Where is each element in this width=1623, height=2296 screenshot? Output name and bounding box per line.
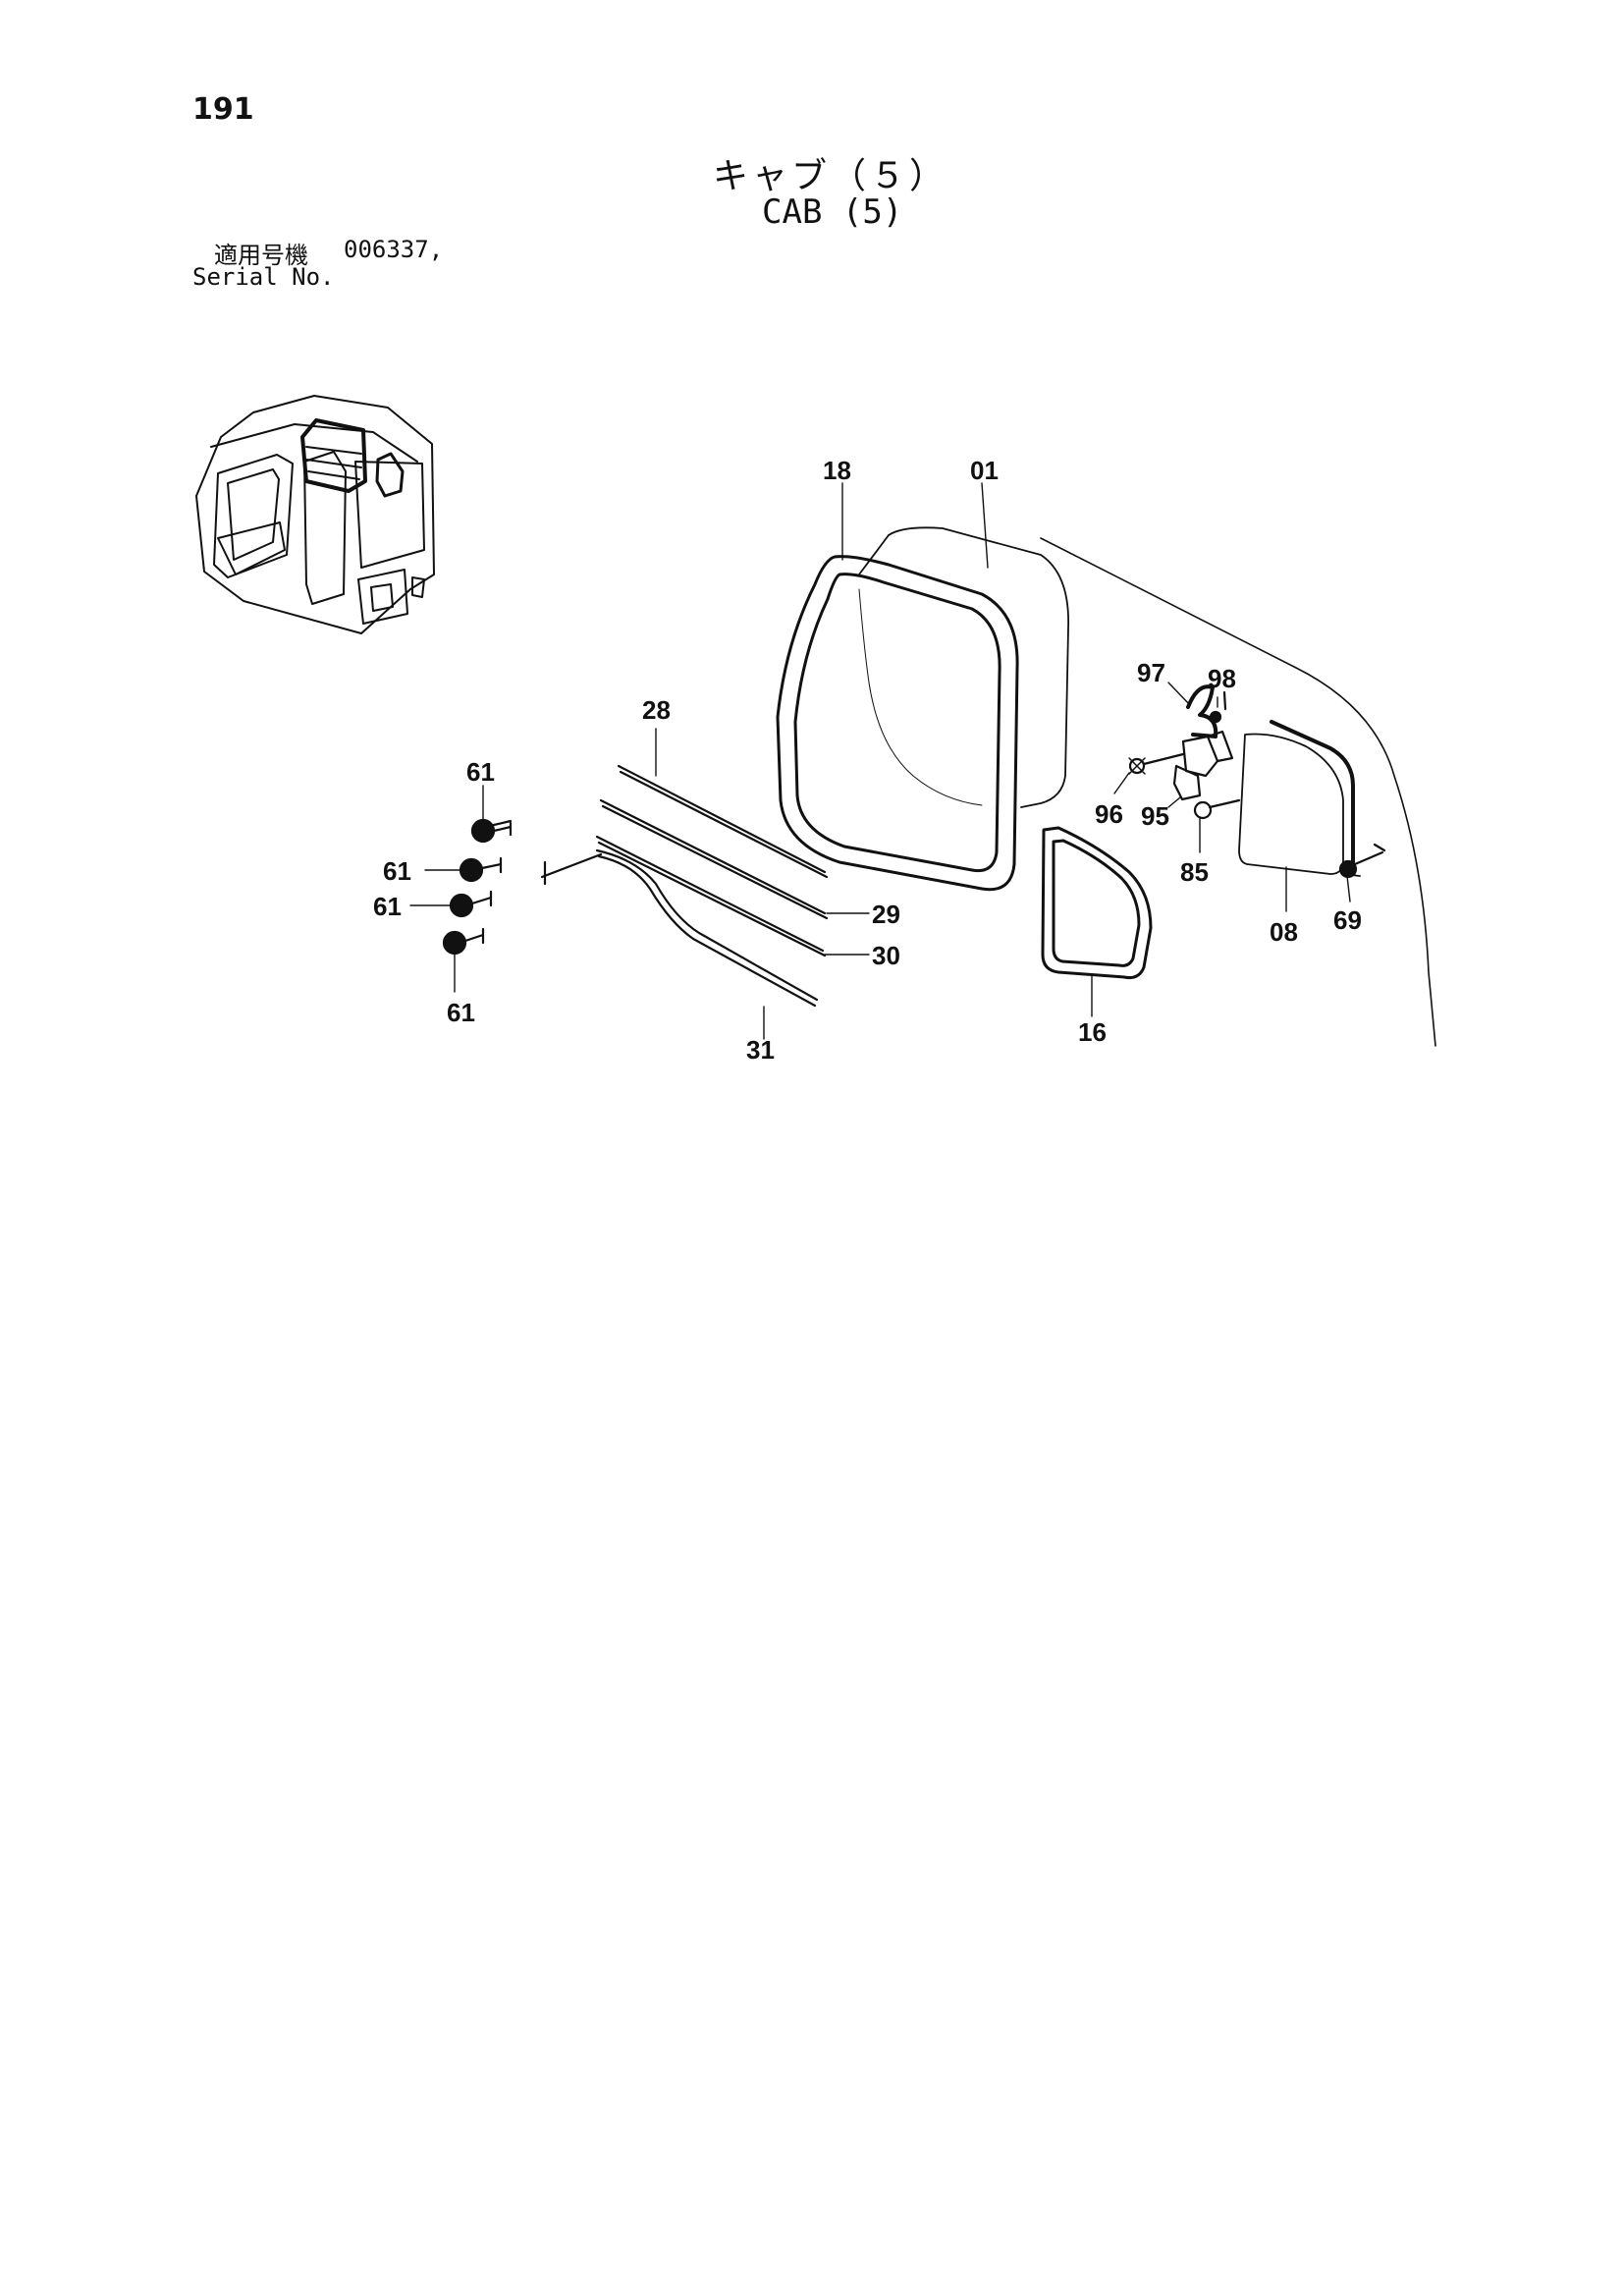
- title-english: CAB (5): [762, 192, 903, 232]
- callout-labels: 18 01 28 61 61 61 61 29 30 31 16 97 98 9…: [373, 456, 1362, 1065]
- callout-28: 28: [642, 695, 671, 725]
- callout-85: 85: [1180, 857, 1209, 887]
- title-japanese: キャブ（５）: [713, 156, 949, 196]
- part-61-bolts: [442, 818, 513, 956]
- serial-value: 006337,: [344, 236, 444, 263]
- part-01-glass: [858, 526, 1069, 808]
- part-08-triangular-glass: [1238, 720, 1361, 877]
- cab-overview-illustration: [195, 395, 435, 634]
- page-number: 191: [192, 92, 254, 127]
- callout-08: 08: [1270, 917, 1298, 947]
- callout-61: 61: [466, 757, 495, 787]
- rods: [540, 764, 829, 1008]
- callout-97: 97: [1137, 658, 1165, 687]
- serial-label-english: Serial No.: [192, 263, 335, 291]
- callout-61: 61: [447, 998, 475, 1027]
- serial-label-japanese: 適用号機: [214, 242, 308, 269]
- callout-61: 61: [373, 892, 402, 921]
- callout-96: 96: [1095, 799, 1123, 829]
- callout-98: 98: [1208, 664, 1236, 693]
- callout-01: 01: [970, 456, 999, 485]
- callout-30: 30: [872, 941, 900, 970]
- callout-16: 16: [1078, 1017, 1107, 1047]
- leader-lines: [409, 482, 1351, 1040]
- callout-61: 61: [383, 856, 411, 886]
- lock-hardware: [1128, 684, 1386, 879]
- callout-69: 69: [1333, 905, 1362, 935]
- part-18-window-seal: [776, 555, 1019, 892]
- callout-29: 29: [872, 900, 900, 929]
- callout-31: 31: [746, 1035, 775, 1065]
- cab-body-outline: [1040, 537, 1436, 1047]
- part-16-small-window-seal: [1041, 826, 1153, 979]
- callout-95: 95: [1141, 801, 1169, 831]
- callout-18: 18: [823, 456, 851, 485]
